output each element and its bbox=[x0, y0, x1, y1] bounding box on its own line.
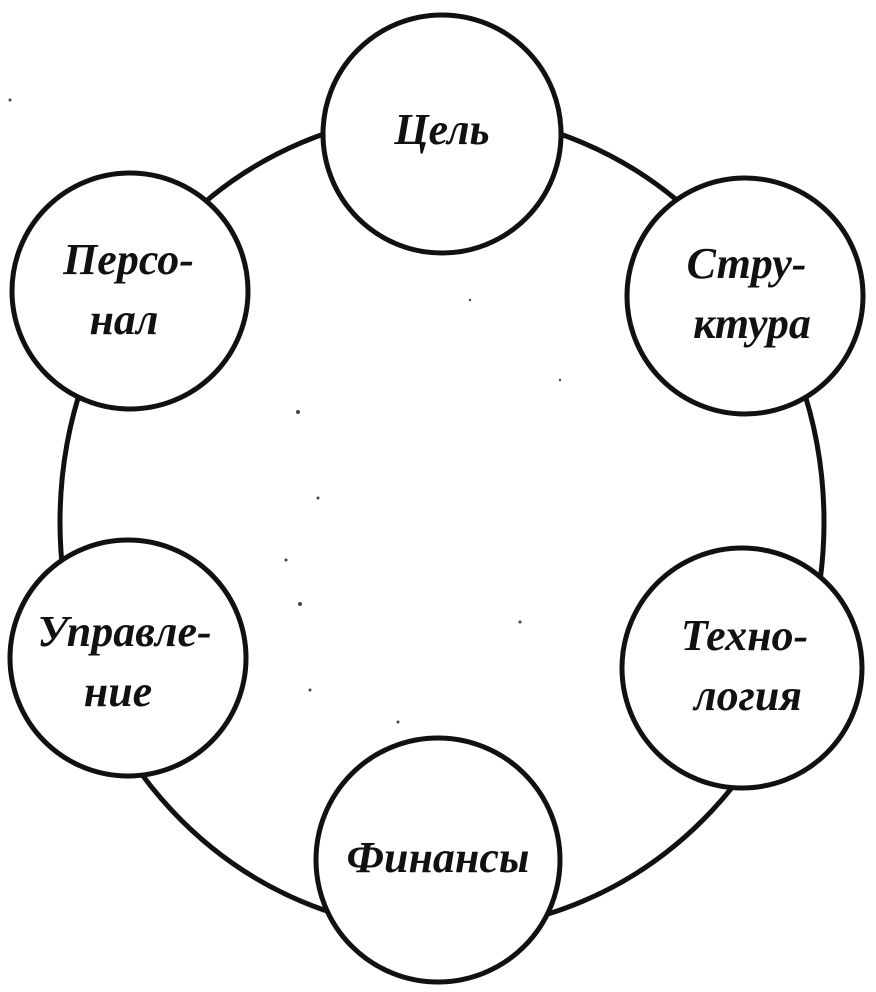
node-structure-circle bbox=[624, 175, 866, 417]
node-finance: Финансы bbox=[313, 735, 563, 985]
node-management-line-2: ние bbox=[84, 667, 152, 716]
node-structure-label: Стру- ктура bbox=[687, 239, 818, 348]
node-goal-label: Цель bbox=[393, 105, 489, 154]
node-management: Управле- ние bbox=[7, 537, 249, 779]
node-technology-circle bbox=[619, 545, 865, 791]
node-personnel-line-2: нал bbox=[89, 295, 158, 344]
node-personnel-line-1: Персо- bbox=[62, 235, 194, 284]
node-goal-line: Цель bbox=[393, 105, 489, 154]
node-personnel-label: Персо- нал bbox=[62, 235, 205, 344]
node-goal-circle bbox=[320, 12, 564, 256]
node-personnel: Персо- нал bbox=[9, 170, 251, 412]
node-technology-line-1: Техно- bbox=[681, 611, 808, 660]
node-structure-line-2: ктура bbox=[693, 299, 811, 348]
node-technology: Техно- логия bbox=[619, 545, 865, 791]
node-management-label: Управле- ние bbox=[37, 607, 222, 716]
node-management-line-1: Управле- bbox=[37, 607, 211, 656]
node-structure: Стру- ктура bbox=[624, 175, 866, 417]
node-finance-circle bbox=[313, 735, 563, 985]
node-management-circle bbox=[7, 537, 249, 779]
node-personnel-circle bbox=[9, 170, 251, 412]
node-finance-label: Финансы bbox=[347, 833, 530, 882]
node-technology-line-2: логия bbox=[692, 671, 802, 720]
node-finance-line: Финансы bbox=[347, 833, 530, 882]
node-technology-label: Техно- логия bbox=[681, 611, 819, 720]
node-structure-line-1: Стру- bbox=[687, 239, 807, 288]
node-goal: Цель bbox=[320, 12, 564, 256]
